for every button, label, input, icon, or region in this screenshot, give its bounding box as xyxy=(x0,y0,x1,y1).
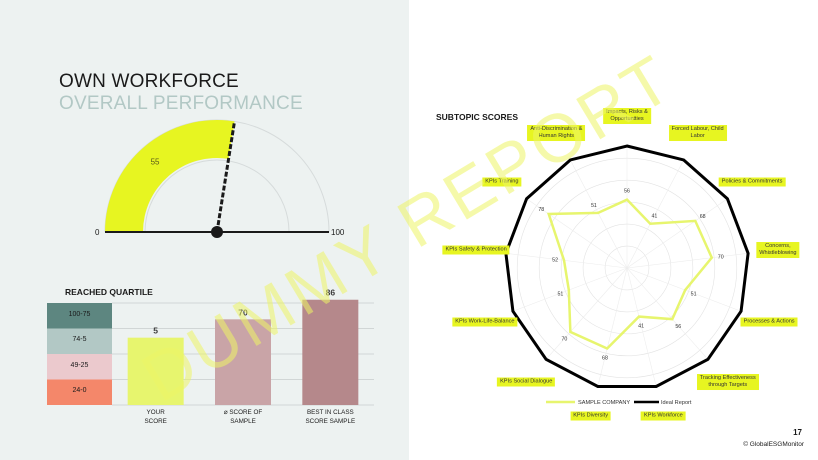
gauge-track-inner xyxy=(144,159,290,233)
bar-value-label: 5 xyxy=(153,326,158,336)
radar-spoke xyxy=(505,252,628,269)
radar-spoke xyxy=(626,267,657,387)
bar-value-label: 70 xyxy=(238,307,248,317)
page-subtitle: OVERALL PERFORMANCE xyxy=(59,93,303,114)
gauge-min-label: 0 xyxy=(95,228,100,237)
legend-label-sample: SAMPLE COMPANY xyxy=(578,400,630,406)
radar-spoke xyxy=(626,159,684,269)
quartile-title: REACHED QUARTILE xyxy=(65,287,153,297)
radar-value-label: 68 xyxy=(602,355,608,361)
radar-value-label: 51 xyxy=(557,291,563,297)
radar-category-label: KPIs Safety & Protection xyxy=(442,245,510,255)
gauge-needle xyxy=(215,121,237,233)
page-number: 17 xyxy=(793,428,802,437)
bar-value-label: 86 xyxy=(326,288,336,298)
radar-spoke xyxy=(626,267,709,360)
radar-category-label: KPIs Diversity xyxy=(570,411,612,421)
radar-value-label: 68 xyxy=(700,214,706,220)
quartile-band-label: 49-25 xyxy=(70,361,89,369)
radar-category-label: KPIs Social Dialogue xyxy=(497,377,556,387)
radar-value-label: 56 xyxy=(675,324,681,330)
bar xyxy=(302,299,359,405)
quartile-band xyxy=(47,379,112,405)
quartile-band xyxy=(47,354,112,380)
quartile-band xyxy=(47,303,112,329)
radar-value-label: 70 xyxy=(718,255,724,261)
gauge-hub xyxy=(211,226,223,238)
gauge-max-label: 100 xyxy=(331,228,345,237)
radar-value-label: 70 xyxy=(561,337,567,343)
radar-series-line xyxy=(504,144,750,388)
radar-category-label: KPIs Workforce xyxy=(640,411,686,421)
radar-value-label: 41 xyxy=(638,323,644,329)
radar-spoke xyxy=(545,267,628,360)
radar-category-label: Impacts, Risks &Opportunities xyxy=(603,108,651,124)
bar xyxy=(215,319,271,405)
radar-series-line xyxy=(546,198,714,351)
radar-value-label: 51 xyxy=(691,291,697,297)
legend-label-ideal: Ideal Report xyxy=(661,400,692,406)
copyright: © GlobalESGMonitor xyxy=(743,441,804,448)
radar-spoke xyxy=(526,198,628,269)
radar-value-label: 51 xyxy=(591,203,597,209)
radar-value-label: 52 xyxy=(552,257,558,263)
radar-category-label: Anti-Discrimination &Human Rights xyxy=(527,125,586,142)
radar-value-label: 78 xyxy=(538,207,544,213)
radar-value-label: 56 xyxy=(624,189,630,195)
radar-value-label: 41 xyxy=(651,214,657,220)
radar-category-label: Policies & Commitments xyxy=(718,177,786,187)
quartile-band-label: 24-0 xyxy=(72,387,87,395)
radar-spoke xyxy=(626,198,728,269)
radar-spoke xyxy=(597,267,628,387)
radar-category-label: Concerns,Whistleblowing xyxy=(756,241,800,258)
bar xyxy=(127,337,184,405)
gauge-fill xyxy=(105,120,235,232)
quartile-band-label: 100-75 xyxy=(68,310,91,318)
radar-category-label: KPIs Training xyxy=(482,177,522,187)
radar-spoke xyxy=(626,252,749,269)
page-title: OWN WORKFORCE xyxy=(59,71,239,92)
radar-category-label: Processes & Actions xyxy=(740,317,798,327)
gauge-value-label: 55 xyxy=(151,157,160,166)
quartile-band xyxy=(47,328,112,354)
quartile-band-label: 74-5 xyxy=(72,336,87,344)
radar-category-label: KPIs Work-Life-Balance xyxy=(452,317,518,327)
radar-title: SUBTOPIC SCORES xyxy=(436,112,519,122)
